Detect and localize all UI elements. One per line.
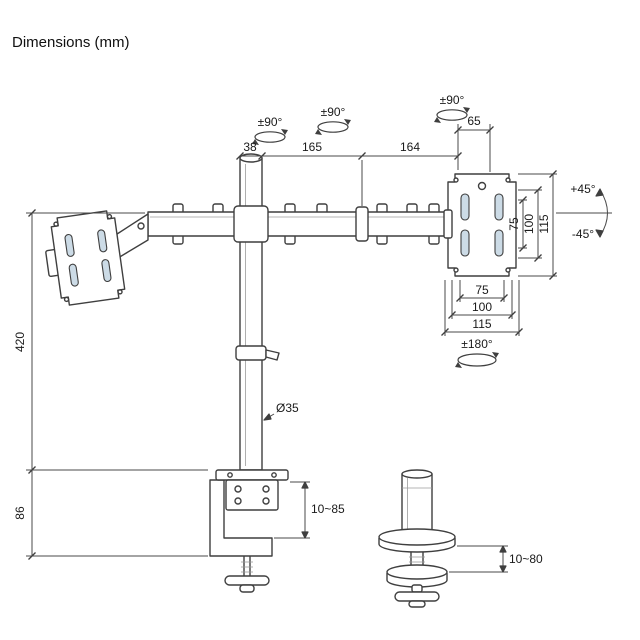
dim-vesa-h-75: 75 [475, 283, 489, 297]
clamp-knob [224, 575, 270, 586]
head-hinge [443, 209, 453, 239]
desk-clamp [209, 469, 289, 593]
dim-tilt-down: -45° [572, 227, 594, 241]
page-title: Dimensions (mm) [12, 34, 130, 51]
pole-sleeve-joint [233, 205, 269, 243]
grommet-mount [378, 469, 456, 608]
dim-pole-diameter: Ø35 [276, 401, 299, 415]
pole [235, 153, 280, 471]
rotation-arrow-icon [251, 128, 289, 146]
rotation-arrow-icon [433, 106, 471, 124]
dim-clamp-range: 10~85 [311, 502, 345, 516]
dim-vesa-v-75: 75 [507, 217, 521, 231]
swivel-arrow-icon [454, 351, 500, 369]
dim-tilt-up: +45° [570, 182, 595, 196]
dimension-lines [26, 124, 612, 573]
dim-arm-segment-outer: 164 [400, 140, 420, 154]
dim-swivel: ±180° [461, 337, 493, 351]
dim-arm-segment-inner: 165 [302, 140, 322, 154]
right-vesa-plate [443, 173, 517, 277]
dim-vesa-v-115: 115 [537, 214, 551, 233]
arm [147, 203, 453, 245]
elbow-joint [355, 206, 369, 242]
dim-vesa-h-115: 115 [472, 317, 491, 331]
grommet-knob [394, 591, 440, 602]
dimension-labels: 38 165 164 65 ±90° ±90° ±90° +45° -45° 7… [13, 93, 596, 566]
dim-vesa-h-100: 100 [472, 300, 492, 314]
pole-collar-lever [265, 349, 280, 361]
dim-pole-offset: 38 [243, 140, 257, 154]
dim-vesa-v-100: 100 [522, 214, 536, 234]
dim-rotation-pole: ±90° [258, 115, 283, 129]
dim-clamp-height: 86 [13, 506, 27, 520]
dim-head-offset: 65 [467, 114, 481, 128]
left-vesa-plate [45, 210, 126, 306]
rotation-arrow-icon [314, 118, 352, 136]
dim-rotation-head: ±90° [440, 93, 465, 107]
dim-rotation-elbow: ±90° [321, 105, 346, 119]
dim-grommet-range: 10~80 [509, 552, 543, 566]
dim-pole-height: 420 [13, 332, 27, 352]
grommet-bracket [386, 564, 448, 580]
grommet-washer [378, 528, 456, 546]
